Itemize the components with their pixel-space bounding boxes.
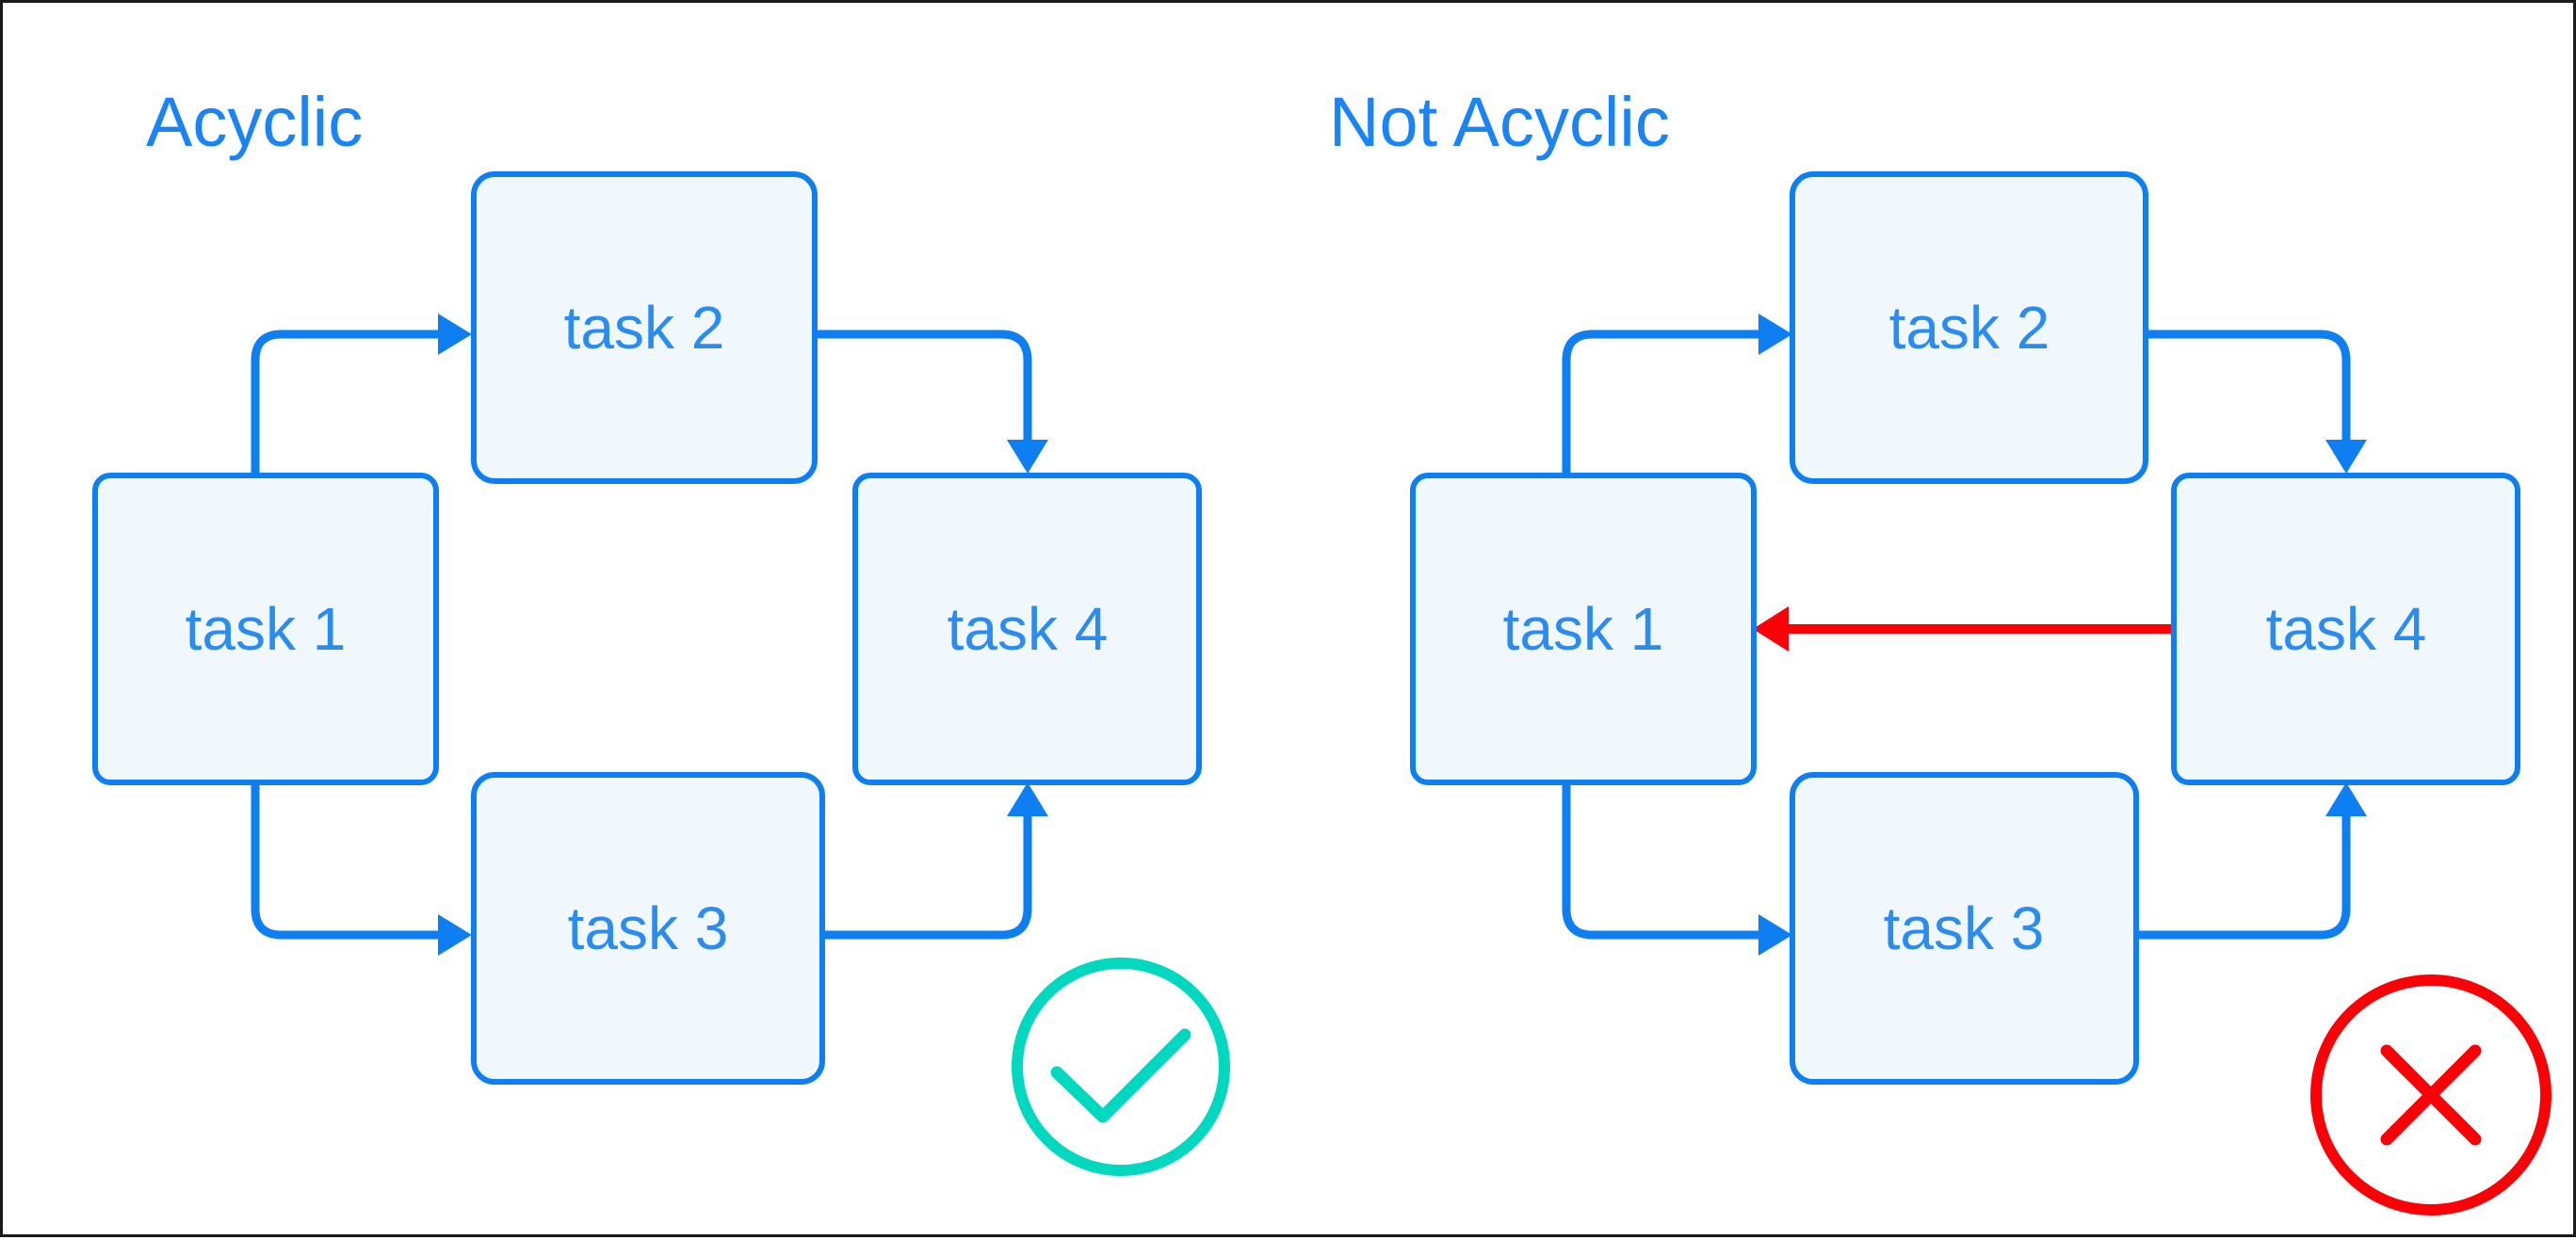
node-label: task 1	[186, 595, 347, 663]
node-box	[2171, 473, 2520, 785]
node-box	[852, 473, 1202, 785]
edge-task3-to-task4-cyclic	[2136, 813, 2351, 940]
arrowhead-task1-to-task3	[438, 914, 472, 956]
node-task-1-acyclic[interactable]: task 1	[92, 473, 439, 785]
node-label: task 3	[568, 894, 729, 962]
node-box	[92, 473, 439, 785]
edge-task1-to-task3-cyclic	[1562, 782, 1766, 940]
dag-comparison-figure: Acyclic task 1 task 2	[92, 83, 2552, 1216]
node-task-2-not-acyclic[interactable]: task 2	[1790, 171, 2148, 484]
node-task-4-acyclic[interactable]: task 4	[852, 473, 1202, 785]
x-circle-icon	[2310, 974, 2552, 1216]
edge-task1-to-task3	[251, 782, 446, 940]
arrowhead-task1-to-task2-cyclic	[1758, 314, 1792, 355]
arrowhead-task3-to-task4-cyclic	[2325, 782, 2367, 816]
arrowhead-task1-to-task2	[438, 314, 472, 355]
panel-acyclic: Acyclic task 1 task 2	[92, 83, 1230, 1176]
node-task-3-not-acyclic[interactable]: task 3	[1790, 772, 2139, 1085]
node-label: task 4	[2266, 595, 2427, 663]
arrowhead-task2-to-task4	[1007, 440, 1048, 474]
node-box	[1790, 171, 2148, 484]
edge-task3-to-task4	[822, 813, 1032, 940]
node-box	[1410, 473, 1757, 785]
arrowhead-task4-to-task1-cycle	[1753, 606, 1789, 652]
edge-task2-to-task4-cyclic	[2146, 330, 2351, 445]
node-label: task 1	[1503, 595, 1664, 663]
node-box	[471, 171, 818, 484]
node-label: task 3	[1884, 894, 2045, 962]
panel-title-not-acyclic: Not Acyclic	[1329, 83, 1670, 161]
node-label: task 2	[1889, 294, 2050, 362]
node-box	[471, 772, 825, 1085]
check-circle-icon	[1012, 958, 1230, 1176]
arrowhead-task3-to-task4	[1007, 782, 1048, 816]
node-task-1-not-acyclic[interactable]: task 1	[1410, 473, 1757, 785]
node-task-2-acyclic[interactable]: task 2	[471, 171, 818, 484]
node-task-3-acyclic[interactable]: task 3	[471, 772, 825, 1085]
node-task-4-not-acyclic[interactable]: task 4	[2171, 473, 2520, 785]
node-label: task 4	[948, 595, 1109, 663]
panel-title-acyclic: Acyclic	[146, 83, 363, 161]
arrowhead-task1-to-task3-cyclic	[1758, 914, 1792, 956]
edge-task1-to-task2	[251, 330, 446, 475]
node-label: task 2	[564, 294, 725, 362]
edge-task2-to-task4	[815, 330, 1032, 445]
panel-not-acyclic: Not Acyclic task 1	[1329, 83, 2552, 1216]
node-box	[1790, 772, 2139, 1085]
arrowhead-task2-to-task4-cyclic	[2325, 440, 2367, 474]
edge-task1-to-task2-cyclic	[1562, 330, 1766, 475]
